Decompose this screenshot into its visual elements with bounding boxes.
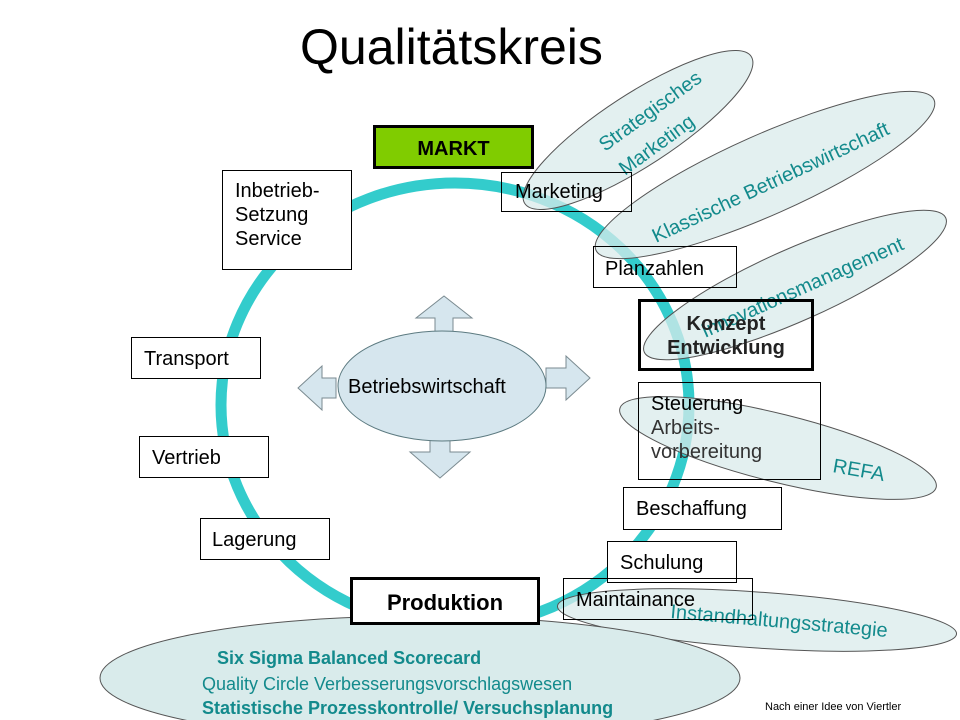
box-markt: MARKT (373, 125, 534, 169)
ellipse-klassische (594, 90, 936, 260)
ellipse-refa (619, 396, 937, 500)
methods-line-3: Statistische Prozesskontrolle/ Versuchsp… (202, 698, 613, 718)
center-label: Betriebswirtschaft (348, 376, 506, 398)
box-inbetrieb-line1: Inbetrieb- (235, 180, 320, 202)
box-vertrieb-label: Vertrieb (152, 447, 221, 469)
box-schulung-label: Schulung (620, 552, 704, 574)
box-vertrieb: Vertrieb (139, 436, 269, 478)
box-produktion: Produktion (350, 577, 540, 625)
box-inbetrieb-line2: Setzung (235, 204, 309, 226)
ellipse-strategisches (522, 50, 754, 210)
box-schulung: Schulung (607, 541, 737, 583)
box-steuerung-line2: Arbeits- (651, 417, 720, 439)
box-transport-label: Transport (144, 348, 229, 370)
ellipse-instandhaltung (556, 588, 958, 652)
box-inbetrieb: Inbetrieb- Setzung Service (222, 170, 352, 270)
box-konzept: Konzept Entwicklung (638, 299, 814, 371)
arrow-up (414, 295, 474, 333)
arrow-down (408, 439, 472, 479)
box-inbetrieb-line3: Service (235, 228, 302, 250)
box-konzept-line2: Entwicklung (667, 337, 785, 359)
box-marketing-label: Marketing (515, 181, 603, 203)
methods-line-1: Six Sigma Balanced Scorecard (217, 648, 481, 668)
box-maintainance-label: Maintainance (576, 589, 695, 611)
diagram-title: Qualitätskreis (300, 19, 603, 75)
box-lagerung: Lagerung (200, 518, 330, 560)
box-steuerung: Steuerung Arbeits- vorbereitung (638, 382, 821, 480)
ellipse-innovation (643, 209, 947, 361)
credit-note: Nach einer Idee von Viertler (765, 701, 902, 713)
box-transport: Transport (131, 337, 261, 379)
center-arrows (297, 295, 591, 479)
box-markt-label: MARKT (417, 138, 490, 160)
box-produktion-label: Produktion (386, 590, 504, 615)
center-ellipse (337, 330, 547, 442)
box-planzahlen-label: Planzahlen (605, 258, 704, 280)
box-beschaffung: Beschaffung (623, 487, 782, 530)
arrow-left (297, 364, 337, 412)
box-konzept-line1: Konzept (686, 313, 766, 335)
box-marketing: Marketing (501, 172, 632, 212)
box-planzahlen: Planzahlen (593, 246, 737, 288)
box-steuerung-line1: Steuerung (651, 393, 744, 415)
methods-line-2: Quality Circle Verbesserungsvorschlagswe… (202, 674, 572, 694)
box-lagerung-label: Lagerung (212, 529, 297, 551)
arrow-right (545, 354, 591, 402)
box-beschaffung-label: Beschaffung (636, 498, 747, 520)
box-maintainance: Maintainance (563, 578, 753, 620)
box-steuerung-line3: vorbereitung (651, 441, 763, 463)
